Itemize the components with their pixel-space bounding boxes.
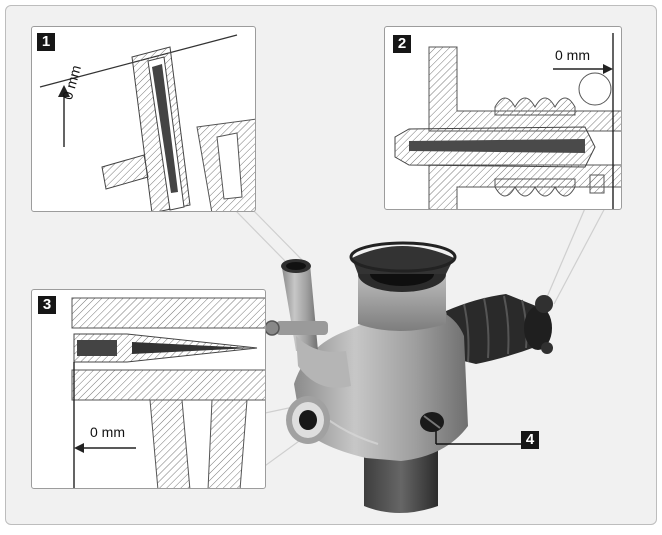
carburetor-illustration: [235, 205, 607, 513]
inset-2-number: 2: [393, 35, 411, 53]
inset-1-number: 1: [37, 33, 55, 51]
inset-2: 2 0 mm: [384, 26, 622, 210]
inset-3-number: 3: [38, 296, 56, 314]
diagram-canvas: 1 0 mm 2 0 mm: [5, 5, 657, 525]
inset-1: 1 0 mm: [31, 26, 256, 212]
inset-3: 3 0 mm: [31, 289, 266, 489]
top-venturi: [349, 241, 457, 331]
mixture-screw-4: [420, 412, 522, 445]
callout-4-number: 4: [521, 431, 539, 449]
rubber-boot: [446, 294, 553, 364]
inset-2-measurement: 0 mm: [555, 47, 590, 63]
bottom-barrel: [364, 446, 438, 513]
inset-3-measurement: 0 mm: [90, 424, 125, 440]
inset-3-section-drawing: [71, 297, 265, 488]
inset-1-section-drawing: [39, 34, 255, 211]
idle-screw-boss: [286, 396, 330, 444]
inset-2-section-drawing: [394, 33, 621, 209]
fuel-nipple: [264, 259, 351, 388]
